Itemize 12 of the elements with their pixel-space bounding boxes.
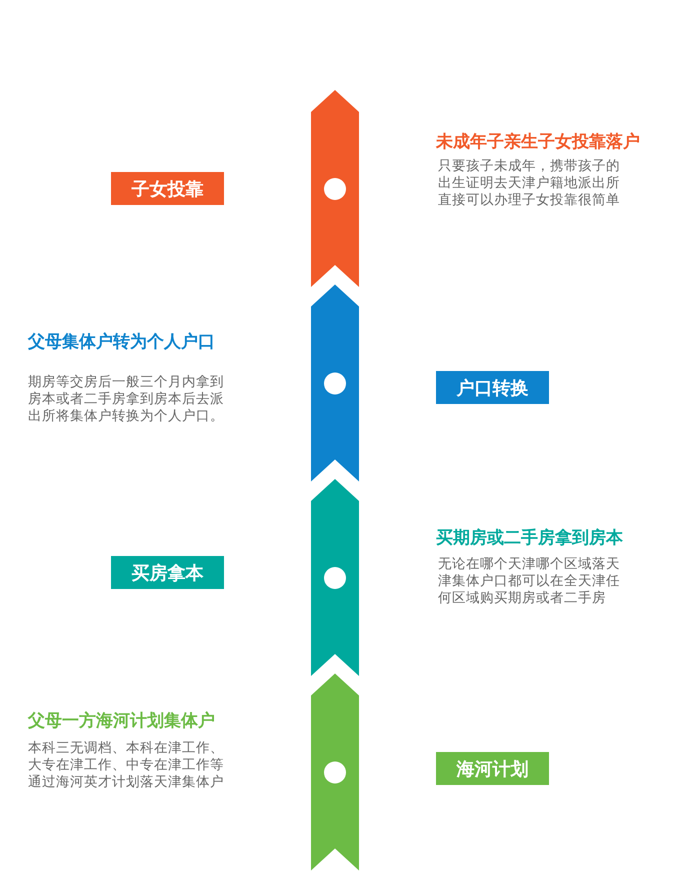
step-badge: 海河计划 [436, 752, 549, 785]
step-heading: 买期房或二手房拿到房本 [436, 527, 623, 549]
step-description: 无论在哪个天津哪个区域落天津集体户口都可以在全天津任何区域购买期房或者二手房 [438, 556, 621, 607]
step-description: 期房等交房后一般三个月内拿到房本或者二手房拿到房本后去派出所将集体户转换为个人户口。 [28, 374, 225, 425]
step-heading: 父母一方海河计划集体户 [28, 710, 215, 732]
step-badge: 户口转换 [436, 371, 549, 404]
step-heading: 未成年子亲生子女投靠落户 [436, 131, 640, 153]
step-badge: 买房拿本 [111, 556, 224, 589]
step-description: 只要孩子未成年，携带孩子的出生证明去天津户籍地派出所直接可以办理子女投靠很简单 [438, 158, 621, 209]
step-heading: 父母集体户转为个人户口 [28, 331, 215, 353]
step-description: 本科三无调档、本科在津工作、大专在津工作、中专在津工作等通过海河英才计划落天津集体户 [28, 740, 225, 791]
step-badge: 子女投靠 [111, 172, 224, 205]
